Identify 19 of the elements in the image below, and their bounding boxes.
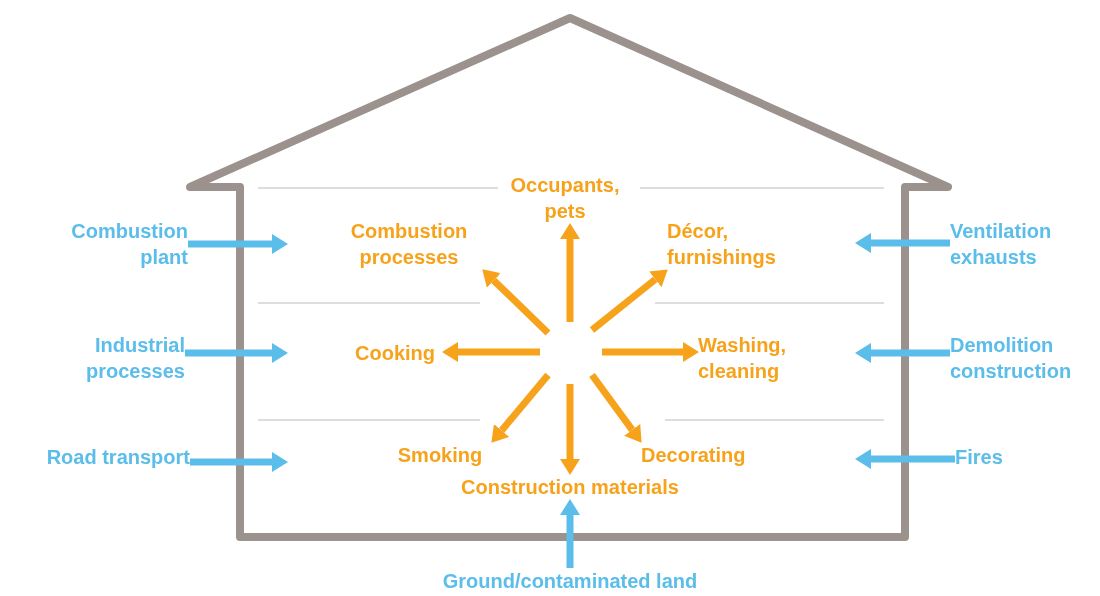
source-label: Combustion plant [40,218,188,270]
source-label: Industrial processes [40,332,185,384]
source-label: Décor, furnishings [667,218,797,270]
source-label: Occupants, pets [500,172,630,224]
source-label: Construction materials [435,474,705,500]
source-label: Decorating [641,442,769,468]
source-label: Smoking [388,442,492,468]
arrow [589,269,668,333]
source-label: Cooking [347,340,443,366]
source-label: Road transport [10,444,190,470]
source-label: Combustion processes [335,218,483,270]
source-label: Fires [955,444,1015,470]
arrow [589,372,642,443]
source-label: Ground/contaminated land [400,568,740,594]
source-label: Demolition construction [950,332,1096,384]
arrow [482,269,551,336]
source-label: Ventilation exhausts [950,218,1080,270]
arrow [491,372,551,443]
source-label: Washing, cleaning [698,332,813,384]
